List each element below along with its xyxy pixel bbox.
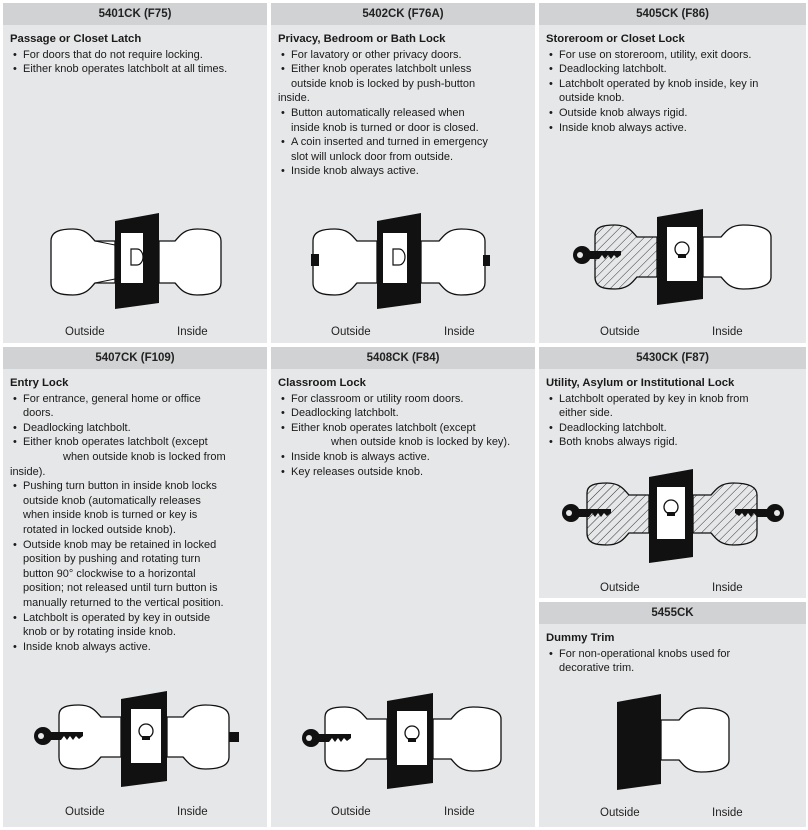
outside-label: Outside <box>600 582 640 594</box>
panel-header: 5401CK (F75) <box>3 3 267 25</box>
panel-5408ck: 5408CK (F84) Classroom Lock For classroo… <box>271 347 535 827</box>
panel-content: Utility, Asylum or Institutional Lock La… <box>546 376 800 450</box>
function-title: Dummy Trim <box>546 632 615 644</box>
function-title: Storeroom or Closet Lock <box>546 33 685 45</box>
feature-list: For non-operational knobs used fordecora… <box>546 647 800 676</box>
feature-list: For use on storeroom, utility, exit door… <box>546 48 800 136</box>
panel-content: Privacy, Bedroom or Bath Lock For lavato… <box>278 32 529 179</box>
feature-item: Key releases outside knob. <box>278 465 529 480</box>
feature-item: Latchbolt operated by key in knob fromei… <box>546 392 800 421</box>
panel-header: 5402CK (F76A) <box>271 3 535 25</box>
storeroom-lock-diagram <box>573 209 772 305</box>
panel-content: Classroom Lock For classroom or utility … <box>278 376 529 479</box>
feature-item: Deadlocking latchbolt. <box>546 62 800 77</box>
inside-label: Inside <box>712 326 743 338</box>
institutional-lock-diagram <box>562 469 784 563</box>
feature-list: For lavatory or other privacy doors. Eit… <box>278 48 529 179</box>
feature-item: For use on storeroom, utility, exit door… <box>546 48 800 63</box>
panel-5401ck: 5401CK (F75) Passage or Closet Latch For… <box>3 3 267 343</box>
function-title: Entry Lock <box>10 377 69 389</box>
panel-5430ck: 5430CK (F87) Utility, Asylum or Institut… <box>539 347 806 598</box>
feature-item: Latchbolt operated by knob inside, key i… <box>546 77 800 106</box>
feature-list: For doors that do not require locking. E… <box>10 48 261 77</box>
feature-item: For classroom or utility room doors. <box>278 392 529 407</box>
dummy-trim-diagram <box>617 694 730 790</box>
panel-header: 5430CK (F87) <box>539 347 806 369</box>
privacy-lock-diagram <box>311 213 490 309</box>
feature-item: For entrance, general home or officedoor… <box>10 392 261 421</box>
entry-lock-diagram <box>34 691 239 787</box>
feature-item: Both knobs always rigid. <box>546 435 800 450</box>
feature-item: Either knob operates latchbolt at all ti… <box>10 62 261 77</box>
outside-label: Outside <box>65 326 105 338</box>
panel-header: 5408CK (F84) <box>271 347 535 369</box>
feature-item: Either knob operates latchbolt unlessout… <box>278 62 529 106</box>
feature-item: A coin inserted and turned in emergencys… <box>278 135 529 164</box>
panel-content: Passage or Closet Latch For doors that d… <box>10 32 261 77</box>
panel-content: Storeroom or Closet Lock For use on stor… <box>546 32 800 135</box>
feature-list: For classroom or utility room doors. Dea… <box>278 392 529 480</box>
outside-label: Outside <box>331 326 371 338</box>
feature-item: Either knob operates latchbolt (exceptwh… <box>10 435 261 479</box>
outside-label: Outside <box>600 807 640 819</box>
panel-content: Entry Lock For entrance, general home or… <box>10 376 261 654</box>
function-title: Passage or Closet Latch <box>10 33 142 45</box>
outside-label: Outside <box>600 326 640 338</box>
panel-5455ck: 5455CK Dummy Trim For non-operational kn… <box>539 602 806 827</box>
feature-item: Deadlocking latchbolt. <box>278 406 529 421</box>
passage-lock-diagram <box>50 213 222 309</box>
classroom-lock-diagram <box>302 693 502 789</box>
feature-item: Outside knob always rigid. <box>546 106 800 121</box>
panel-5407ck: 5407CK (F109) Entry Lock For entrance, g… <box>3 347 267 827</box>
panel-header: 5405CK (F86) <box>539 3 806 25</box>
feature-item: Inside knob always active. <box>278 164 529 179</box>
inside-label: Inside <box>444 326 475 338</box>
function-title: Classroom Lock <box>278 377 366 389</box>
feature-item: Deadlocking latchbolt. <box>546 421 800 436</box>
inside-label: Inside <box>444 806 475 818</box>
feature-list: Latchbolt operated by key in knob fromei… <box>546 392 800 450</box>
outside-label: Outside <box>65 806 105 818</box>
panel-content: Dummy Trim For non-operational knobs use… <box>546 631 800 676</box>
panel-header: 5455CK <box>539 602 806 624</box>
inside-label: Inside <box>177 806 208 818</box>
panel-5405ck: 5405CK (F86) Storeroom or Closet Lock Fo… <box>539 3 806 343</box>
feature-item: Inside knob always active. <box>10 640 261 655</box>
inside-label: Inside <box>177 326 208 338</box>
feature-item: Either knob operates latchbolt (exceptwh… <box>278 421 529 450</box>
feature-item: For doors that do not require locking. <box>10 48 261 63</box>
feature-item: Inside knob is always active. <box>278 450 529 465</box>
panel-header: 5407CK (F109) <box>3 347 267 369</box>
feature-list: For entrance, general home or officedoor… <box>10 392 261 655</box>
panel-5402ck: 5402CK (F76A) Privacy, Bedroom or Bath L… <box>271 3 535 343</box>
feature-item: Deadlocking latchbolt. <box>10 421 261 436</box>
inside-label: Inside <box>712 807 743 819</box>
outside-label: Outside <box>331 806 371 818</box>
feature-item: Latchbolt is operated by key in outsidek… <box>10 611 261 640</box>
feature-item: For non-operational knobs used fordecora… <box>546 647 800 676</box>
function-title: Utility, Asylum or Institutional Lock <box>546 377 735 389</box>
feature-item: For lavatory or other privacy doors. <box>278 48 529 63</box>
feature-item: Button automatically released wheninside… <box>278 106 529 135</box>
feature-item: Pushing turn button in inside knob locks… <box>10 479 261 537</box>
feature-item: Inside knob always active. <box>546 121 800 136</box>
function-title: Privacy, Bedroom or Bath Lock <box>278 33 446 45</box>
feature-item: Outside knob may be retained in lockedpo… <box>10 538 261 611</box>
inside-label: Inside <box>712 582 743 594</box>
